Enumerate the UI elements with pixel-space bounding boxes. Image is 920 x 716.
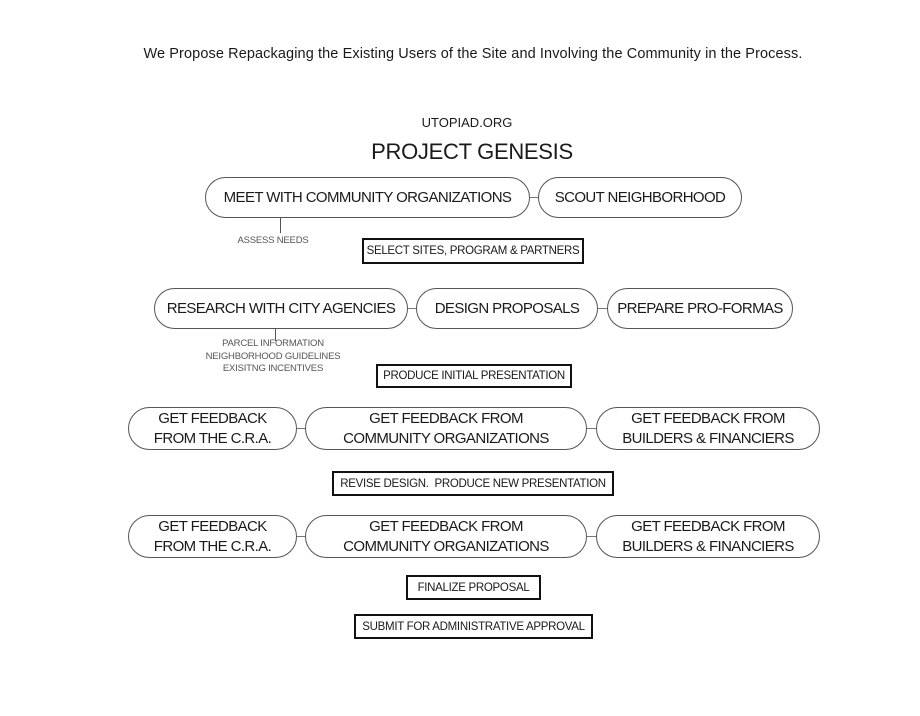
outcome-revise-design: REVISE DESIGN. PRODUCE NEW PRESENTATION [332,471,614,496]
step-scout-neighborhood: SCOUT NEIGHBORHOOD [538,177,742,218]
line: GET FEEDBACK [158,409,267,427]
outcome-initial-presentation: PRODUCE INITIAL PRESENTATION [376,364,572,388]
note-guidelines: NEIGHBORHOOD GUIDELINES [205,350,341,362]
outcome-submit-approval: SUBMIT FOR ADMINISTRATIVE APPROVAL [354,614,593,639]
headline: We Propose Repackaging the Existing User… [143,46,803,62]
outcome-finalize-proposal: FINALIZE PROPOSAL [406,575,541,600]
line: GET FEEDBACK FROM [631,517,785,535]
connector [297,536,306,537]
step-feedback-cra: GET FEEDBACK FROM THE C.R.A. [128,407,297,450]
step-feedback-community: GET FEEDBACK FROM COMMUNITY ORGANIZATIONS [305,407,587,450]
connector [598,308,608,309]
line: FROM THE C.R.A. [153,429,272,447]
note-incentives: EXISITNG INCENTIVES [222,363,324,374]
connector [530,197,539,198]
line: GET FEEDBACK [158,517,267,535]
line: FROM THE C.R.A. [153,537,272,555]
note-connector [280,218,281,233]
step-research-city: RESEARCH WITH CITY AGENCIES [154,288,408,329]
org-label: UTOPIAD.ORG [421,115,513,130]
line: GET FEEDBACK FROM [369,517,523,535]
diagram-title: PROJECT GENESIS [371,139,573,164]
note-assess-needs: ASSESS NEEDS [237,235,309,246]
note-connector [275,329,276,341]
step-feedback-community-2: GET FEEDBACK FROM COMMUNITY ORGANIZATIONS [305,515,587,558]
line: BUILDERS & FINANCIERS [622,429,794,447]
step-feedback-builders-2: GET FEEDBACK FROM BUILDERS & FINANCIERS [596,515,820,558]
research-notes: PARCEL INFORMATION NEIGHBORHOOD GUIDELIN… [193,338,353,376]
connector [587,536,597,537]
outcome-select-sites: SELECT SITES, PROGRAM & PARTNERS [362,238,584,264]
step-pro-formas: PREPARE PRO-FORMAS [607,288,793,329]
line: GET FEEDBACK FROM [631,409,785,427]
line: BUILDERS & FINANCIERS [622,537,794,555]
line: GET FEEDBACK FROM [369,409,523,427]
step-meet-community: MEET WITH COMMUNITY ORGANIZATIONS [205,177,530,218]
step-feedback-builders: GET FEEDBACK FROM BUILDERS & FINANCIERS [596,407,820,450]
line: COMMUNITY ORGANIZATIONS [343,537,549,555]
note-parcel: PARCEL INFORMATION [222,338,324,349]
connector [408,308,417,309]
connector [587,428,597,429]
step-feedback-cra-2: GET FEEDBACK FROM THE C.R.A. [128,515,297,558]
step-design-proposals: DESIGN PROPOSALS [416,288,598,329]
connector [297,428,306,429]
line: COMMUNITY ORGANIZATIONS [343,429,549,447]
